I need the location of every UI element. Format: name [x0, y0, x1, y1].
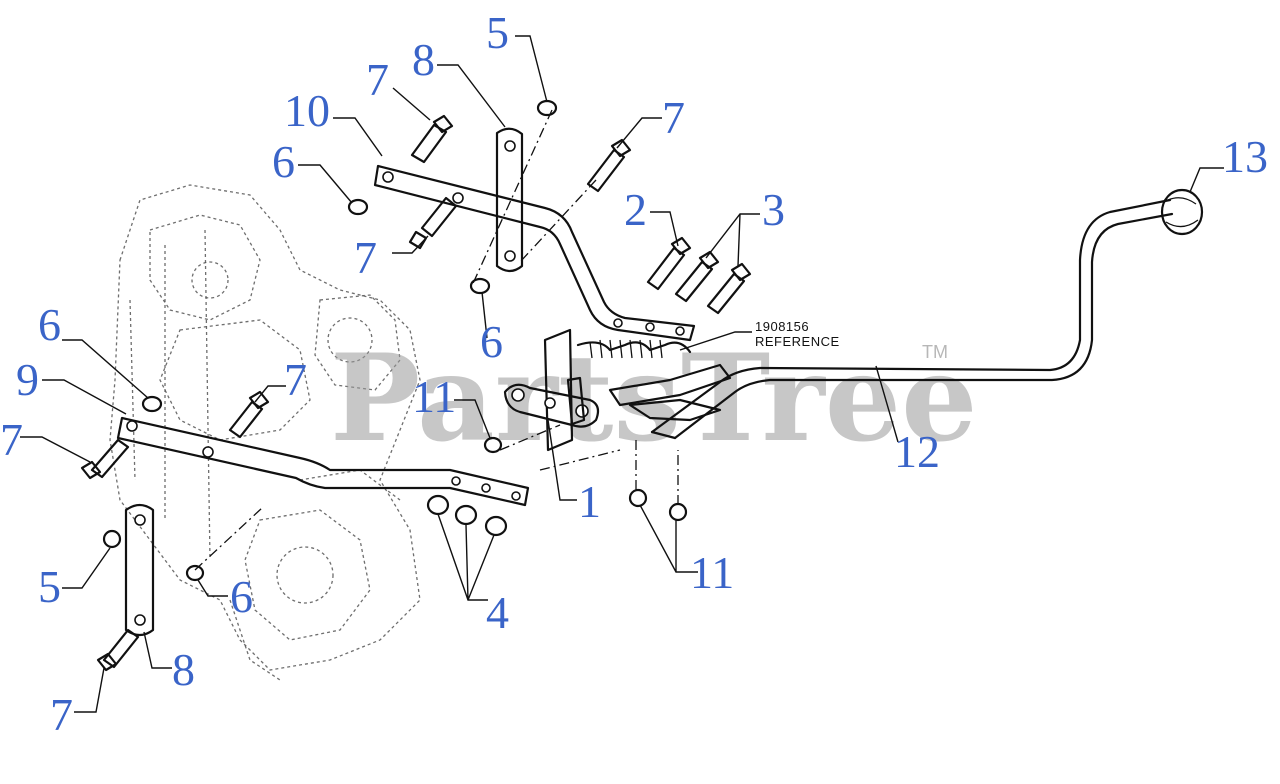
trademark-mark: TM: [922, 342, 948, 362]
callout-7-upper-right: 7: [662, 92, 685, 143]
callout-8-top: 8: [412, 34, 435, 85]
upper-centerline-2: [519, 179, 597, 263]
callout-leaders: [20, 35, 1224, 713]
upper-arm-part-10: [373, 164, 696, 342]
upper-link-part-8: [495, 127, 524, 273]
callout-11-right: 11: [690, 547, 734, 598]
callout-1: 1: [578, 476, 601, 527]
callout-8-bottom: 8: [172, 644, 195, 695]
reference-part-number: 1908156: [755, 319, 809, 334]
callout-6-upper-left: 6: [272, 136, 295, 187]
callout-numbers: 5 8 7 10 7 6 2 3 13 7 6 6 9 7 11 7 12 1 …: [0, 7, 1268, 740]
upper-bolts: [408, 114, 752, 315]
callout-7-far-left: 7: [0, 414, 23, 465]
callout-7-bottom: 7: [50, 689, 73, 740]
lower-arm-part-9: [116, 416, 530, 507]
lower-hardware: [80, 390, 688, 672]
engine-background-illustration: [109, 184, 421, 681]
callout-9: 9: [16, 354, 39, 405]
callout-2: 2: [624, 184, 647, 235]
callout-7-center-left: 7: [284, 354, 307, 405]
callout-7-top: 7: [366, 54, 389, 105]
lower-link-part-8: [124, 503, 155, 637]
callout-13: 13: [1222, 131, 1268, 182]
lower-centerline-5: [539, 449, 621, 471]
callout-6-left: 6: [38, 299, 61, 350]
callout-7-mid-left: 7: [354, 232, 377, 283]
callout-5-bottom: 5: [38, 561, 61, 612]
reference-note: 1908156 REFERENCE: [679, 319, 840, 351]
callout-11-left: 11: [412, 371, 456, 422]
upper-centerline: [469, 109, 553, 291]
reference-word: REFERENCE: [755, 334, 840, 349]
callout-6-center: 6: [480, 316, 503, 367]
shift-lever-part-12: [650, 198, 1174, 440]
callout-12: 12: [894, 426, 940, 477]
lower-centerline-1: [194, 507, 263, 571]
callout-6-bottom: 6: [230, 571, 253, 622]
callout-3: 3: [762, 184, 785, 235]
shift-knob-part-13: [1160, 188, 1204, 236]
callout-5-top: 5: [486, 7, 509, 58]
callout-10: 10: [284, 85, 330, 136]
callout-4: 4: [486, 587, 509, 638]
